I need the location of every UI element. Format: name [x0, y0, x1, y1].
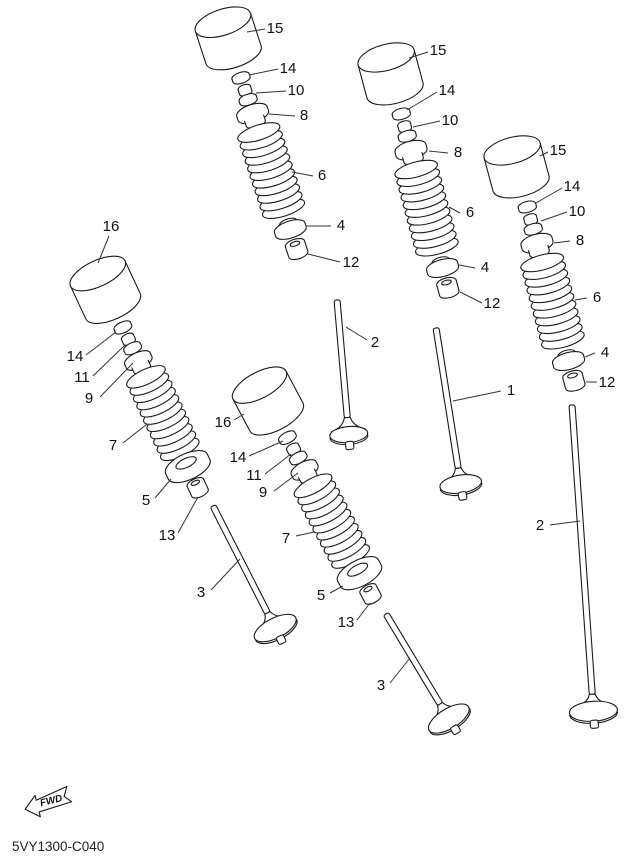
callout-4-top-middle: 4: [481, 259, 489, 276]
callout-5-left: 5: [142, 492, 150, 509]
leader-line: [177, 496, 199, 534]
callout-labels: 15 14 10 8 6 4 12 15 14 10 8 6 4 12 15 1…: [67, 20, 616, 694]
callout-14-top-middle: 14: [439, 82, 456, 99]
leader-line: [85, 331, 117, 356]
callout-8-top-right: 8: [576, 232, 584, 249]
callout-12-top-left: 12: [343, 254, 360, 271]
leader-line: [248, 440, 284, 457]
leader-line: [553, 240, 571, 244]
leader-line: [210, 558, 241, 591]
leader-line: [428, 150, 449, 154]
callout-13-left: 13: [159, 527, 176, 544]
leader-line: [92, 344, 126, 377]
leader-line: [458, 264, 476, 269]
leader-line: [412, 120, 441, 128]
valve-part-1: [432, 327, 483, 501]
leader-line: [291, 171, 314, 177]
leader-line: [154, 478, 172, 499]
callout-11-middle: 11: [246, 467, 262, 484]
callout-7-middle: 7: [282, 530, 290, 547]
fwd-label: FWD: [39, 793, 64, 809]
callout-9-middle: 9: [259, 484, 267, 501]
leader-line: [329, 585, 344, 594]
callout-3-middle: 3: [377, 677, 385, 694]
fwd-arrow-icon: [24, 785, 73, 818]
callout-6-top-left: 6: [318, 167, 326, 184]
callout-5-middle: 5: [317, 587, 325, 604]
leader-line: [574, 297, 588, 301]
callout-13-middle: 13: [338, 614, 355, 631]
valve-assembly-top-right: [480, 129, 606, 399]
callout-14-middle: 14: [230, 449, 247, 466]
callout-6-top-middle: 6: [466, 204, 474, 221]
leader-line: [356, 602, 371, 621]
callout-7-left: 7: [109, 437, 117, 454]
leader-line: [248, 68, 279, 76]
leader-line: [268, 113, 296, 117]
callout-12-top-right: 12: [599, 374, 616, 391]
callout-2-right: 2: [536, 517, 544, 534]
leader-line: [99, 362, 134, 398]
leader-line: [452, 390, 502, 402]
callout-14-top-right: 14: [564, 178, 581, 195]
leader-line: [549, 520, 581, 526]
callout-leaders: [85, 28, 597, 684]
callout-10-top-middle: 10: [442, 112, 459, 129]
leader-line: [406, 91, 438, 111]
callout-10-top-left: 10: [288, 82, 305, 99]
callout-12-top-middle: 12: [484, 295, 501, 312]
leader-line: [246, 28, 266, 33]
leader-line: [273, 472, 299, 492]
callout-16-left: 16: [103, 218, 120, 235]
leader-line: [448, 206, 461, 214]
leader-line: [233, 413, 245, 421]
callout-3-left: 3: [197, 584, 205, 601]
leader-line: [540, 211, 568, 222]
valve-part-3-left: [210, 504, 298, 645]
callout-15-top-right: 15: [550, 142, 567, 159]
callout-8-top-left: 8: [300, 107, 308, 124]
leader-line: [307, 253, 341, 263]
callout-15-top-left: 15: [267, 20, 284, 37]
leader-line: [97, 235, 110, 264]
callout-6-top-right: 6: [593, 289, 601, 306]
callout-14-top-left: 14: [280, 60, 297, 77]
callout-1: 1: [507, 382, 515, 399]
fwd-marker: FWD: [24, 785, 73, 818]
callout-15-top-middle: 15: [430, 42, 447, 59]
callout-14-left: 14: [67, 348, 84, 365]
callout-4-top-left: 4: [337, 217, 345, 234]
leader-line: [255, 90, 287, 94]
leader-line: [539, 151, 549, 157]
valve-part-3-middle: [383, 612, 471, 736]
leader-line: [345, 326, 368, 341]
callout-8-top-middle: 8: [454, 144, 462, 161]
callout-11-left: 11: [74, 369, 90, 386]
leader-line: [535, 187, 563, 204]
diagram-code: 5VY1300-C040: [12, 839, 104, 854]
leader-line: [295, 531, 315, 537]
leader-line: [584, 352, 596, 358]
valve-part-2-right: [568, 404, 619, 729]
leader-line: [459, 291, 483, 304]
callout-9-left: 9: [85, 390, 93, 407]
callout-4-top-right: 4: [601, 344, 609, 361]
callout-16-middle: 16: [215, 414, 232, 431]
leader-line: [389, 657, 411, 684]
valve-assembly-top-left: [190, 0, 328, 269]
leader-line: [122, 423, 148, 444]
callout-2-upper: 2: [371, 334, 379, 351]
leader-line: [264, 453, 292, 475]
valve-part-2-upper: [329, 299, 369, 451]
leader-line: [408, 51, 429, 59]
callout-10-top-right: 10: [569, 203, 586, 220]
